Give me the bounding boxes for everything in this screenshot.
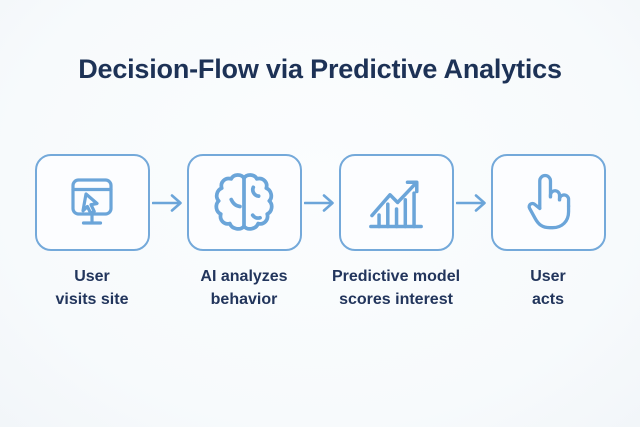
- flow-arrow-icon: [303, 192, 337, 214]
- browser-cursor-icon: [71, 177, 113, 225]
- step-label: User visits site: [55, 268, 129, 308]
- step-box: [34, 154, 150, 251]
- flow-arrow-icon: [455, 192, 489, 214]
- step-label: Predictive model scores interest: [331, 268, 461, 308]
- page-title: Decision-Flow via Predictive Analytics: [78, 54, 562, 84]
- step-label: User acts: [530, 268, 566, 308]
- brain-icon: [214, 172, 274, 231]
- growth-chart-icon: [369, 179, 423, 228]
- flow-step-ai-analyzes-behavior: AI analyzes behavior: [185, 154, 304, 311]
- step-box: [490, 154, 606, 251]
- flow-step-user-acts: User acts: [489, 154, 608, 311]
- step-box: [186, 154, 302, 251]
- flow-step-user-visits-site: User visits site: [33, 154, 152, 311]
- flow-arrow-icon: [151, 192, 185, 214]
- step-box: [338, 154, 454, 251]
- flow-row: User visits site AI analyzes behavior: [0, 154, 640, 311]
- flow-step-predictive-model-scores: Predictive model scores interest: [332, 154, 460, 311]
- tap-hand-icon: [527, 173, 571, 229]
- step-label: AI analyzes behavior: [200, 268, 288, 308]
